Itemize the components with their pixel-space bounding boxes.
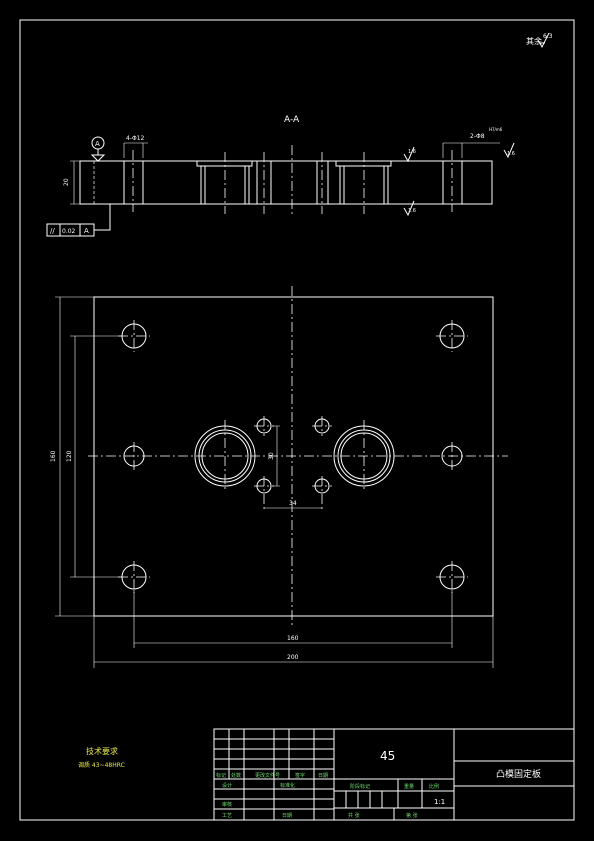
height-inner-dim-line	[70, 335, 122, 578]
standard-label: 标准化	[280, 782, 295, 789]
roughness-note: 其余	[526, 36, 542, 46]
height-outer-dim-line	[55, 296, 94, 617]
hole-callout-left-line	[123, 142, 148, 158]
roughness-top: 1.6	[408, 149, 416, 155]
part-name: 凸模固定板	[496, 768, 541, 780]
fit-note: H7/m6	[489, 127, 503, 132]
height-outer-dim: 160	[50, 450, 57, 462]
section-label: A-A	[284, 115, 300, 125]
thickness-dim: 20	[63, 178, 70, 186]
col-sign: 签字	[295, 772, 305, 779]
roughness-bottom-symbol	[403, 200, 415, 217]
hole-callout-left: 4-Φ12	[126, 135, 145, 142]
material-text: 45	[380, 749, 395, 763]
scale-value: 1:1	[434, 798, 445, 806]
width-outer-dim-line	[93, 616, 494, 668]
roughness-bottom: 1.6	[408, 208, 416, 214]
width-inner-dim-line	[133, 590, 453, 648]
col-date: 日期	[318, 773, 328, 779]
stage-mark-label: 阶段标记	[350, 783, 370, 790]
thickness-dim-line	[70, 160, 80, 205]
width-inner-dim: 160	[287, 635, 299, 642]
hole-pitch-x-dim: 34	[289, 500, 297, 507]
roughness-side-symbol	[503, 142, 515, 159]
col-zone: 更改文件号	[255, 772, 280, 779]
notes-title: 技术要求	[86, 746, 118, 756]
sheet-no: 第 张	[406, 812, 418, 819]
hole-pitch-y-dim: 30	[268, 452, 275, 460]
roughness-value: 6.3	[543, 33, 553, 40]
plan-view	[88, 286, 508, 628]
tolerance-leader	[94, 204, 111, 231]
col-mark: 标记	[216, 772, 226, 779]
roughness-side: 1.6	[507, 151, 515, 157]
hole-pitch-y-line	[272, 425, 280, 487]
scale-label: 比例	[429, 783, 439, 790]
sheet-total: 共 张	[348, 812, 360, 819]
tolerance-datum: A	[84, 227, 89, 235]
hole-callout-right: 2-Φ8	[470, 133, 485, 140]
tolerance-value: 0.02	[62, 228, 76, 235]
width-outer-dim: 200	[287, 654, 299, 661]
roughness-symbol	[537, 32, 550, 49]
title-block	[213, 728, 575, 821]
datum-label: A	[95, 140, 100, 148]
design-label: 设计	[222, 782, 232, 789]
review-label: 审核	[222, 801, 232, 808]
process-label: 工艺	[222, 813, 232, 819]
col-count: 处数	[231, 772, 241, 779]
notes-line1: 调质 43~48HRC	[78, 761, 125, 769]
height-inner-dim: 120	[66, 450, 73, 462]
approve-label: 日期	[282, 813, 292, 819]
weight-label: 重量	[404, 783, 414, 790]
datum-triangle	[90, 149, 106, 162]
section-view	[79, 145, 493, 216]
tolerance-frame	[46, 223, 95, 237]
hole-callout-right-line	[442, 142, 500, 158]
tolerance-symbol: //	[50, 227, 55, 235]
roughness-top-symbol	[403, 146, 415, 163]
